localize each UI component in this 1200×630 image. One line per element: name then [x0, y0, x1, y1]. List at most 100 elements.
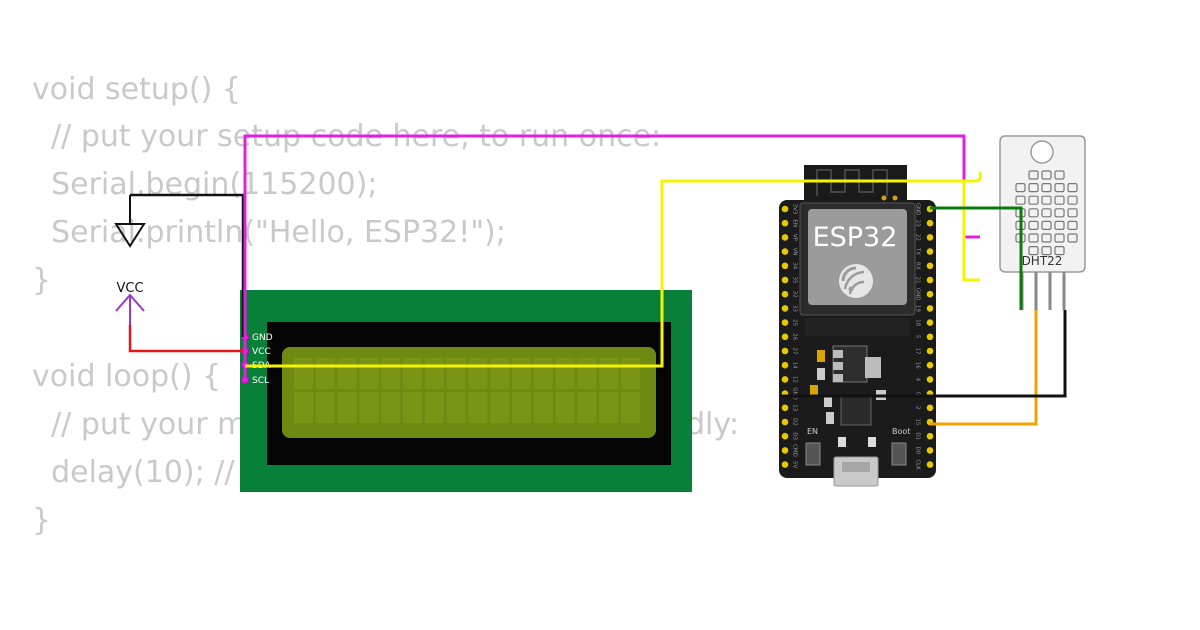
esp32-pin[interactable] — [926, 461, 934, 468]
wire-sda-gpio21[interactable] — [245, 171, 982, 368]
espressif-logo-icon — [839, 264, 873, 298]
dht22-vent — [1054, 183, 1065, 193]
esp32-pin[interactable] — [926, 376, 934, 383]
wire-vcc-dht22[interactable] — [780, 310, 1067, 398]
esp32-pin[interactable] — [781, 404, 789, 412]
lcd-cell — [533, 392, 553, 423]
esp32-pin[interactable] — [781, 418, 789, 426]
esp32-pin-label: 5V — [792, 461, 798, 468]
esp32-pin[interactable] — [781, 347, 789, 355]
esp32-pin[interactable] — [781, 376, 789, 383]
esp32-pin[interactable] — [781, 276, 789, 284]
lcd-cell — [424, 358, 444, 389]
esp32-pin[interactable] — [926, 290, 934, 298]
esp32-pin[interactable] — [926, 447, 934, 454]
ground-symbol-icon[interactable] — [114, 195, 146, 248]
esp32-pin[interactable] — [781, 305, 789, 312]
esp32-pin[interactable] — [781, 248, 789, 255]
esp32-pin[interactable] — [926, 234, 934, 241]
lcd-cell — [381, 392, 401, 423]
wire-gnd-dht22[interactable] — [930, 206, 1023, 310]
code-line: Serial.println("Hello, ESP32!"); — [32, 215, 506, 250]
dht22-vent — [1028, 233, 1039, 243]
esp32-pin-label: 34 — [792, 262, 798, 269]
dht22-vent — [1015, 195, 1026, 205]
dht22-vent — [1041, 170, 1052, 180]
esp32-pin-label: 25 — [792, 319, 798, 326]
smd-led — [838, 437, 846, 447]
boot-button[interactable] — [891, 442, 907, 466]
esp32-pin[interactable] — [926, 404, 934, 412]
lcd-cell — [468, 392, 488, 423]
dht22-vent — [1028, 183, 1039, 193]
lcd-cell — [555, 358, 575, 389]
esp32-pin[interactable] — [781, 205, 789, 213]
esp32-pin[interactable] — [781, 461, 789, 468]
dht22-vent — [1054, 170, 1065, 180]
lcd-cell — [599, 358, 619, 389]
esp32-pin[interactable] — [926, 319, 934, 326]
esp32-pin-label: 5 — [915, 335, 921, 339]
dht22-vent — [1028, 220, 1039, 230]
esp32-pin[interactable] — [781, 361, 789, 369]
esp32-pin-label: RX — [915, 262, 921, 270]
dht22-vent — [1028, 208, 1039, 218]
esp32-pin[interactable] — [781, 447, 789, 454]
esp32-pin[interactable] — [781, 219, 789, 227]
esp32-pin-label: D3 — [792, 432, 798, 440]
dht22-vent — [1054, 208, 1065, 218]
wire-scl-gpio22[interactable] — [243, 134, 980, 380]
regulator-pin — [833, 374, 843, 382]
dht22-vent — [1041, 195, 1052, 205]
lcd-cell — [294, 392, 313, 423]
esp32-pin[interactable] — [926, 276, 934, 284]
esp32-pin[interactable] — [926, 361, 934, 369]
micro-usb-port-opening — [842, 462, 870, 472]
dht22-vent — [1028, 170, 1039, 180]
wire-vcc-lcd[interactable] — [128, 325, 245, 353]
lcd-cell — [512, 392, 531, 423]
esp32-pin-label: 17 — [915, 348, 921, 355]
dht22-vent — [1054, 233, 1065, 243]
dht22-vent — [1054, 246, 1065, 256]
esp32-pin[interactable] — [781, 319, 789, 326]
dht22-sensor[interactable]: DHT22 — [999, 135, 1086, 310]
esp32-pin-label: 32 — [792, 291, 798, 298]
en-button[interactable] — [805, 442, 821, 466]
esp32-pin[interactable] — [781, 234, 789, 241]
esp32-pin-label: 3V3 — [792, 204, 798, 215]
esp32-pin[interactable] — [926, 248, 934, 255]
dht22-label: DHT22 — [1022, 254, 1063, 268]
wire-data-gpio15[interactable] — [930, 310, 1038, 426]
lcd-cell — [315, 358, 335, 389]
esp32-pin[interactable] — [926, 333, 934, 341]
esp32-pin[interactable] — [926, 262, 934, 270]
lcd-1602-module[interactable]: GND VCC SDA SCL — [240, 290, 692, 492]
lcd-cell — [512, 358, 531, 389]
esp32-pin-label: 33 — [792, 305, 798, 312]
esp32-pin-label: GND — [915, 288, 921, 301]
esp32-pin[interactable] — [926, 305, 934, 312]
dht22-vent — [1028, 246, 1039, 256]
code-line: void setup() { — [32, 72, 241, 107]
vcc-arrow-icon[interactable] — [115, 293, 145, 325]
lcd-pin-label: SCL — [252, 376, 269, 386]
esp32-pin[interactable] — [926, 432, 934, 440]
esp32-pin-label: GND — [915, 203, 921, 216]
dht22-mount-hole — [1030, 140, 1054, 164]
antenna-pad — [892, 195, 898, 201]
esp32-pin[interactable] — [781, 333, 789, 341]
lcd-cell — [621, 392, 640, 423]
esp32-pin[interactable] — [926, 219, 934, 227]
dht22-vent — [1041, 208, 1052, 218]
wire-gnd-lcd[interactable] — [130, 193, 245, 337]
smd-component — [817, 368, 825, 380]
esp32-pin[interactable] — [781, 290, 789, 298]
lcd-cell — [533, 358, 553, 389]
esp32-pin[interactable] — [926, 347, 934, 355]
esp32-pin[interactable] — [781, 432, 789, 440]
esp32-pin[interactable] — [781, 262, 789, 270]
